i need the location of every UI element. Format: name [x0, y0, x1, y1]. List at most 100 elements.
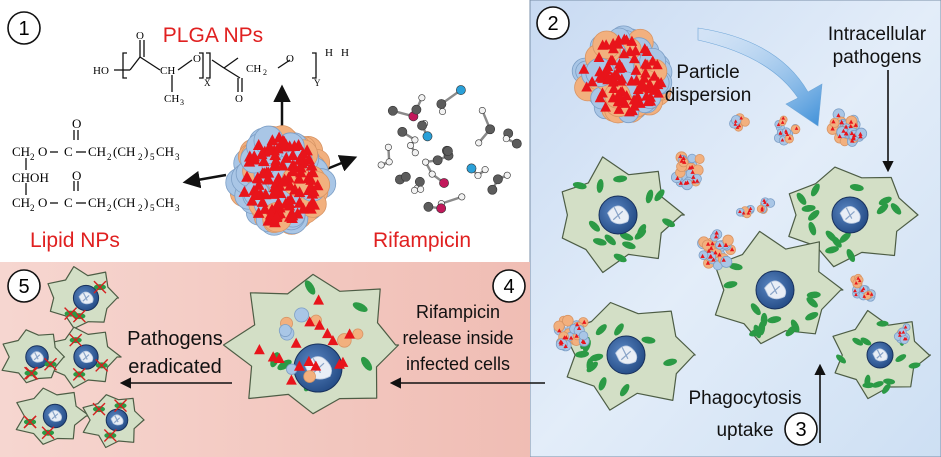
rifampicin-drug-marker — [856, 276, 860, 280]
atom — [511, 138, 522, 149]
rifampicin-drug-marker — [612, 95, 624, 107]
bacterium — [304, 280, 316, 295]
panel-2-number: 2 — [547, 13, 558, 35]
rifampicin-drug-marker — [578, 63, 590, 74]
rifampicin-drug-marker — [286, 209, 299, 221]
rifampicin-drug-marker — [735, 125, 740, 129]
rifampicin-drug-marker — [785, 132, 790, 137]
atom — [417, 185, 425, 193]
rifampicin-drug-marker — [594, 66, 606, 77]
rifampicin-drug-marker — [760, 208, 764, 212]
bacterium — [588, 220, 601, 232]
rifampicin-drug-marker — [251, 187, 263, 199]
rifampicin-molecule-model — [377, 85, 522, 214]
svg-text:(CH: (CH — [113, 144, 135, 159]
rifampicin-drug-marker — [293, 186, 306, 198]
single-particle-4 — [893, 323, 911, 345]
rifampicin-drug-marker — [305, 173, 317, 185]
svg-text:): ) — [144, 195, 148, 210]
rifampicin-drug-marker — [641, 59, 653, 70]
bacterium — [839, 232, 851, 243]
rifampicin-drug-marker — [576, 325, 582, 331]
atom — [503, 171, 511, 179]
rifampicin-drug-marker — [831, 119, 836, 124]
bacterium — [728, 263, 743, 271]
rifampicin-drug-marker — [851, 135, 856, 140]
released-rifampicin — [254, 344, 265, 355]
atom — [485, 124, 496, 135]
rifampicin-drug-marker — [618, 48, 630, 59]
rifampicin-drug-marker — [293, 196, 306, 208]
macrophage-cell-5 — [832, 309, 931, 400]
rifampicin-drug-marker — [628, 52, 640, 64]
atom — [487, 184, 498, 195]
rifampicin-drug-marker — [608, 43, 619, 54]
dispersed-cluster-1 — [826, 108, 868, 147]
rifampicin-drug-marker — [691, 174, 696, 179]
rifampicin-drug-marker — [252, 172, 265, 184]
svg-text:C: C — [64, 195, 73, 210]
rifampicin-drug-marker — [780, 138, 785, 142]
atom — [478, 106, 486, 114]
rifampicin-drug-marker — [695, 178, 700, 183]
rifampicin-drug-marker — [630, 64, 642, 75]
cross-mark-icon — [64, 307, 78, 321]
rifampicin-drug-marker — [280, 151, 293, 163]
bacterium — [634, 229, 647, 240]
rifampicin-drug-marker — [261, 173, 274, 185]
rifampicin-release-label-line3: infected cells — [406, 354, 510, 374]
bacterium — [852, 337, 864, 346]
bacterium — [753, 324, 762, 339]
bacterium — [760, 312, 768, 327]
svg-text:O: O — [72, 168, 81, 183]
atom — [411, 149, 419, 157]
atom — [493, 174, 503, 185]
rifampicin-drug-marker — [853, 288, 857, 293]
svg-text:HO: HO — [93, 65, 109, 77]
released-rifampicin — [293, 360, 305, 371]
atom — [439, 108, 447, 116]
lipid-structural-formula — [25, 130, 86, 204]
macrophage-cell-1 — [561, 156, 685, 274]
rifampicin-drug-marker — [721, 257, 726, 262]
bacterium — [785, 325, 797, 337]
cross-mark-icon — [25, 366, 39, 380]
released-nanoparticle — [294, 307, 310, 323]
atom — [443, 146, 453, 156]
intracellular-pathogens-label-line2: pathogens — [833, 47, 922, 68]
atom — [423, 201, 434, 212]
rifampicin-drug-marker — [678, 154, 683, 159]
cross-mark-icon — [92, 402, 106, 416]
rifampicin-drug-marker — [717, 252, 722, 257]
atom — [458, 193, 466, 201]
rifampicin-drug-marker — [600, 101, 612, 112]
bacterium — [622, 241, 636, 250]
atom — [418, 94, 426, 102]
rifampicin-drug-marker — [713, 250, 718, 255]
bacterium — [801, 204, 816, 212]
dispersion-swoosh-arrow — [697, 27, 823, 127]
single-particle-1 — [729, 113, 750, 132]
rifampicin-drug-marker — [843, 124, 849, 129]
plga-formula-text: HO O CH CH 3 O X O CH 2 O Y H H — [93, 30, 349, 107]
rifampicin-drug-marker — [866, 291, 870, 295]
rifampicin-drug-marker — [568, 335, 574, 340]
rifampicin-drug-marker — [636, 77, 648, 88]
bacterium — [895, 354, 907, 363]
rifampicin-drug-marker — [557, 328, 562, 333]
bacterium — [619, 232, 634, 241]
rifampicin-drug-marker — [283, 140, 296, 152]
rifampicin-release-label-line1: Rifampicin — [416, 302, 500, 322]
rifampicin-title: Rifampicin — [373, 229, 471, 252]
panel-4-number: 4 — [503, 276, 514, 298]
rifampicin-drug-marker — [837, 134, 842, 139]
released-rifampicin — [290, 337, 302, 348]
rifampicin-drug-marker — [765, 202, 770, 207]
eradicated-cell-5 — [82, 394, 145, 449]
atom — [474, 172, 482, 180]
atom — [387, 105, 398, 116]
lipid-nanoparticle — [694, 154, 705, 164]
plga-nanoparticle — [578, 330, 589, 341]
atom — [428, 170, 436, 178]
rifampicin-drug-marker — [270, 211, 283, 223]
